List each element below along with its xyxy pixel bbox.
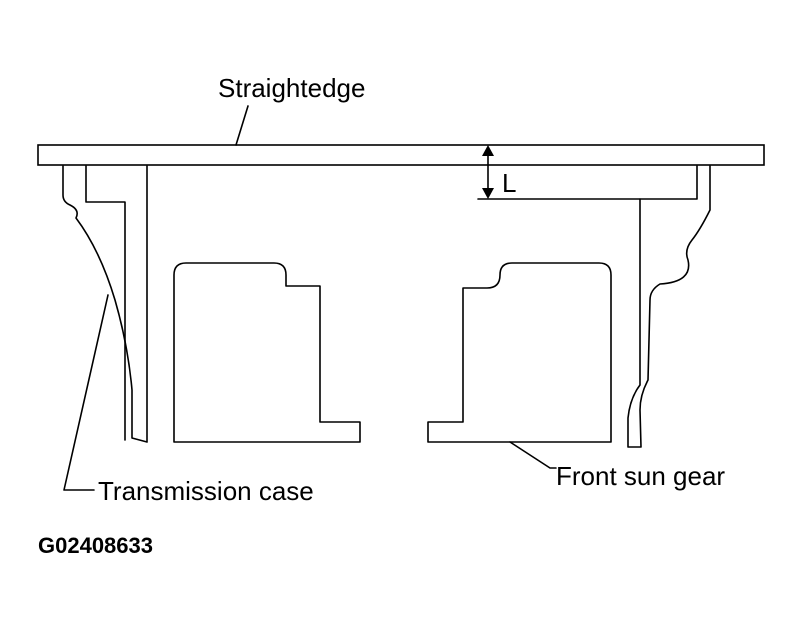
straightedge-label: Straightedge bbox=[218, 73, 365, 103]
transmission-case-leader-line bbox=[63, 294, 109, 491]
straightedge-bar bbox=[37, 144, 765, 166]
straightedge-leader-line bbox=[235, 105, 249, 146]
front-sun-gear-leader-line bbox=[509, 441, 557, 469]
transmission-case-inner-step bbox=[85, 165, 126, 441]
front-sun-gear-block bbox=[427, 262, 612, 443]
figure-code: G02408633 bbox=[38, 533, 153, 558]
transmission-case-outer-wall bbox=[62, 165, 148, 443]
dimension-label: L bbox=[502, 168, 516, 198]
right-housing-wall bbox=[627, 165, 711, 448]
left-gear-block bbox=[173, 262, 361, 443]
transmission-case-label: Transmission case bbox=[98, 476, 314, 506]
front-sun-gear-label: Front sun gear bbox=[556, 461, 725, 491]
front-sun-gear-top-plate bbox=[477, 165, 698, 200]
dimension-arrow-icon bbox=[482, 145, 494, 199]
